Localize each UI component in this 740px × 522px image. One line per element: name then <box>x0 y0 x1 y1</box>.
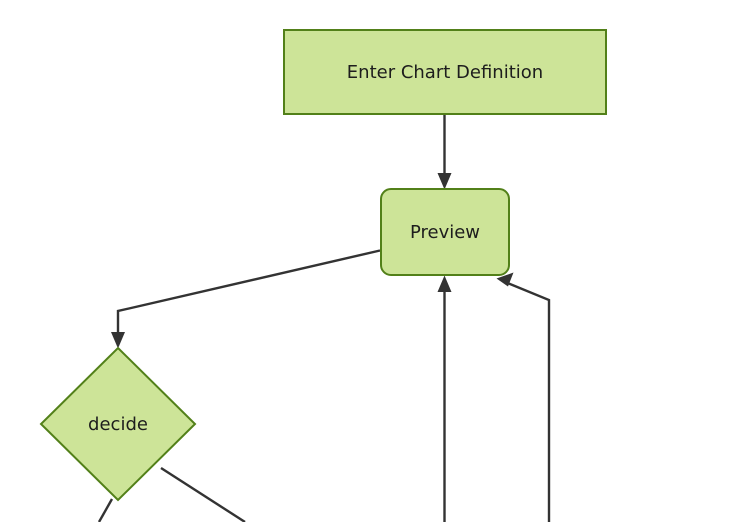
arrow-head-icon <box>437 173 452 190</box>
edge-preview-to-decide <box>111 249 381 349</box>
edge-decide-bottom-right <box>160 466 246 522</box>
node-label-decide: decide <box>88 414 148 435</box>
arrow-head-icon <box>496 272 514 287</box>
node-rounded-rectangle[interactable] <box>380 188 510 276</box>
edge-bottom-right-to-preview <box>496 272 551 522</box>
edge-bottom-center-to-preview <box>437 275 452 522</box>
node-label-enter-chart-definition: Enter Chart Definition <box>347 62 543 83</box>
node-enter-chart-definition[interactable]: Enter Chart Definition <box>283 29 607 115</box>
edge-line <box>160 466 246 522</box>
edge-line <box>116 249 381 340</box>
node-label-preview: Preview <box>410 222 480 243</box>
node-decide[interactable]: decide <box>39 346 197 502</box>
arrow-head-icon <box>111 332 125 349</box>
node-diamond[interactable] <box>39 346 197 502</box>
edge-decide-bottom-left <box>97 498 114 522</box>
node-preview[interactable]: Preview <box>380 188 510 276</box>
node-rectangle[interactable] <box>283 29 607 115</box>
edge-line <box>97 498 114 522</box>
edge-definition-to-preview <box>437 114 452 190</box>
arrow-head-icon <box>437 275 452 292</box>
edge-line <box>504 280 551 522</box>
